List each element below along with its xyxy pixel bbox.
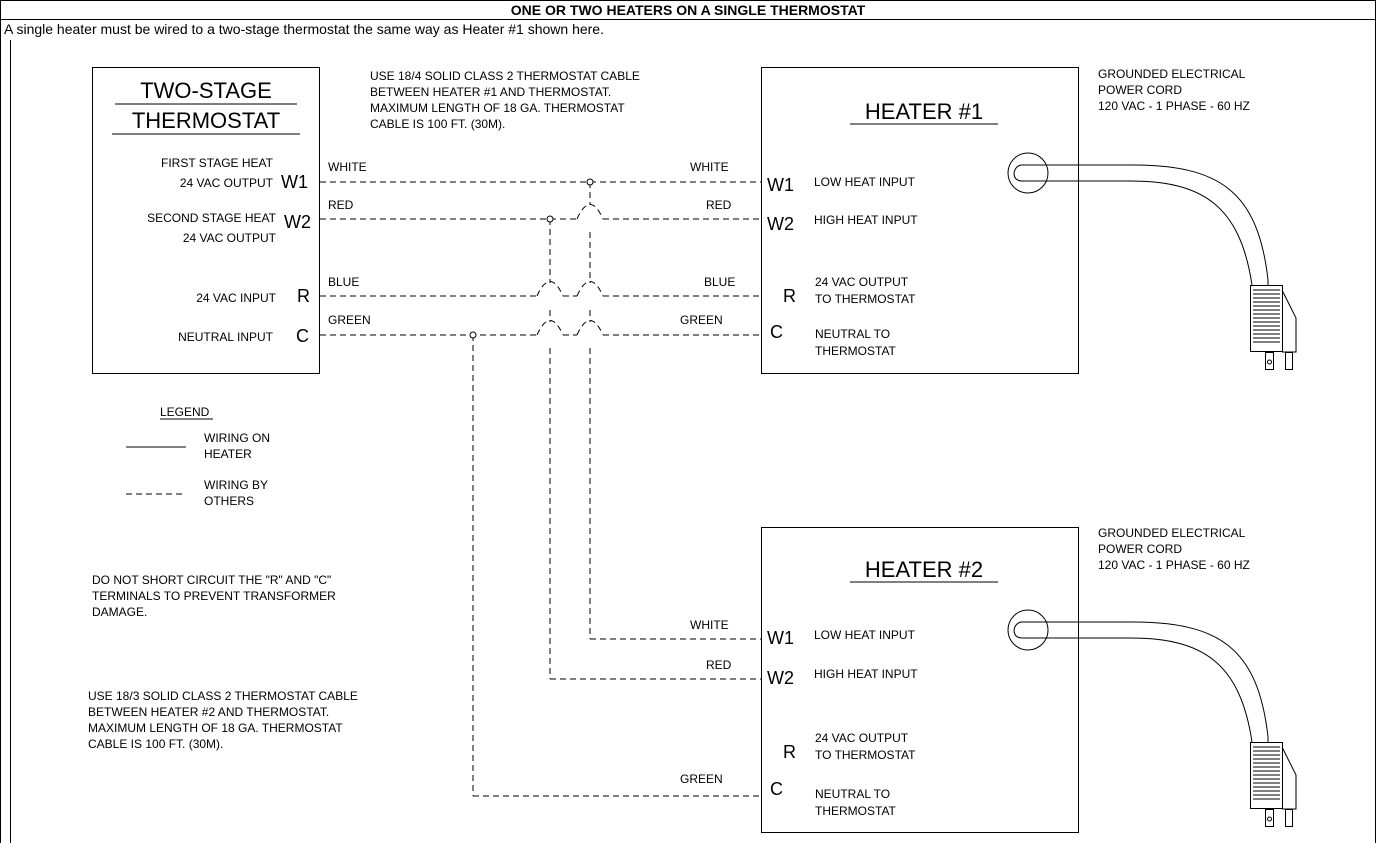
power-cord-2-line1: GROUNDED ELECTRICAL <box>1098 526 1246 540</box>
thermostat-title-1: TWO-STAGE <box>140 78 272 103</box>
heater-2-c-label-2: THERMOSTAT <box>815 804 897 818</box>
cable-note-1-line4: CABLE IS 100 FT. (30M). <box>370 117 505 131</box>
thermostat-c-terminal: C <box>296 326 309 346</box>
heater-1-c-terminal: C <box>770 322 783 342</box>
legend-title: LEGEND <box>160 405 210 419</box>
thermostat-w1-terminal: W1 <box>281 172 308 192</box>
thermostat-title-2: THERMOSTAT <box>132 108 280 133</box>
heater-2-box: HEATER #2 W1 LOW HEAT INPUT W2 HIGH HEAT… <box>761 527 1079 833</box>
heater-1-title: HEATER #1 <box>865 99 983 124</box>
heater-2-r-terminal: R <box>783 742 796 762</box>
short-circuit-warning: DO NOT SHORT CIRCUIT THE "R" AND "C" TER… <box>92 573 336 619</box>
wire-label-white-heater1: WHITE <box>690 160 729 174</box>
cable-note-heater1: USE 18/4 SOLID CLASS 2 THERMOSTAT CABLE … <box>370 69 640 131</box>
legend-on-heater-2: HEATER <box>204 447 252 461</box>
cable-note-2-line4: CABLE IS 100 FT. (30M). <box>88 737 223 751</box>
power-cord-note-2: GROUNDED ELECTRICAL POWER CORD 120 VAC -… <box>1098 526 1250 572</box>
wire-label-white-heater2: WHITE <box>690 618 729 632</box>
power-cord-2-line2: POWER CORD <box>1098 542 1182 556</box>
cable-note-2-line3: MAXIMUM LENGTH OF 18 GA. THERMOSTAT <box>88 721 343 735</box>
first-stage-label-1: FIRST STAGE HEAT <box>161 156 274 170</box>
cable-note-heater2: USE 18/3 SOLID CLASS 2 THERMOSTAT CABLE … <box>88 689 358 751</box>
wire-label-green-heater1: GREEN <box>680 313 723 327</box>
wire-white: WHITE WHITE WHITE <box>320 160 761 640</box>
heater-2-w2-label: HIGH HEAT INPUT <box>814 667 918 681</box>
power-cord-plug-icon-1 <box>1007 152 1297 370</box>
second-stage-label-2: 24 VAC OUTPUT <box>183 231 277 245</box>
heater-1-c-label-2: THERMOSTAT <box>815 344 897 358</box>
second-stage-label-1: SECOND STAGE HEAT <box>147 211 277 225</box>
intro-text: A single heater must be wired to a two-s… <box>4 21 604 37</box>
wire-red: RED RED RED <box>320 198 761 680</box>
power-cord-2-line3: 120 VAC - 1 PHASE - 60 HZ <box>1098 558 1250 572</box>
wire-label-green-heater2: GREEN <box>680 772 723 786</box>
warning-line3: DAMAGE. <box>92 605 147 619</box>
wire-green: GREEN GREEN GREEN <box>320 313 761 797</box>
heater-1-w2-label: HIGH HEAT INPUT <box>814 213 918 227</box>
heater-2-c-terminal: C <box>770 779 783 799</box>
wire-label-red-heater2: RED <box>706 658 732 672</box>
heater-2-r-label-1: 24 VAC OUTPUT <box>815 731 909 745</box>
legend-by-others-1: WIRING BY <box>204 478 268 492</box>
heater-2-title: HEATER #2 <box>865 557 983 582</box>
vac-input-label: 24 VAC INPUT <box>196 291 276 305</box>
cable-note-1-line2: BETWEEN HEATER #1 AND THERMOSTAT. <box>370 85 611 99</box>
power-cord-1-line3: 120 VAC - 1 PHASE - 60 HZ <box>1098 99 1250 113</box>
legend: LEGEND WIRING ON HEATER WIRING BY OTHERS <box>126 405 270 508</box>
power-cord-1-line2: POWER CORD <box>1098 83 1182 97</box>
heater-2-w1-label: LOW HEAT INPUT <box>814 628 916 642</box>
heater-2-w1-terminal: W1 <box>767 628 794 648</box>
cable-note-1-line3: MAXIMUM LENGTH OF 18 GA. THERMOSTAT <box>370 101 625 115</box>
heater-1-r-label-1: 24 VAC OUTPUT <box>815 275 909 289</box>
heater-2-c-label-1: NEUTRAL TO <box>815 787 890 801</box>
warning-line2: TERMINALS TO PREVENT TRANSFORMER <box>92 589 336 603</box>
cable-note-2-line2: BETWEEN HEATER #2 AND THERMOSTAT. <box>88 705 329 719</box>
thermostat-r-terminal: R <box>297 286 310 306</box>
legend-by-others-2: OTHERS <box>204 494 254 508</box>
wire-label-blue-heater1: BLUE <box>704 275 735 289</box>
neutral-input-label: NEUTRAL INPUT <box>178 330 274 344</box>
heater-1-w1-label: LOW HEAT INPUT <box>814 175 916 189</box>
cable-note-1-line1: USE 18/4 SOLID CLASS 2 THERMOSTAT CABLE <box>370 69 640 83</box>
heater-1-r-label-2: TO THERMOSTAT <box>815 292 916 306</box>
thermostat-box: TWO-STAGE THERMOSTAT FIRST STAGE HEAT 24… <box>92 67 320 374</box>
power-cord-1-line1: GROUNDED ELECTRICAL <box>1098 67 1246 81</box>
wire-label-red-thermostat: RED <box>328 198 354 212</box>
diagram-title: ONE OR TWO HEATERS ON A SINGLE THERMOSTA… <box>511 2 866 18</box>
wire-label-green-thermostat: GREEN <box>328 313 371 327</box>
heater-1-w1-terminal: W1 <box>767 175 794 195</box>
cable-note-2-line1: USE 18/3 SOLID CLASS 2 THERMOSTAT CABLE <box>88 689 358 703</box>
legend-on-heater-1: WIRING ON <box>204 431 270 445</box>
warning-line1: DO NOT SHORT CIRCUIT THE "R" AND "C" <box>92 573 331 587</box>
heater-1-box: HEATER #1 W1 LOW HEAT INPUT W2 HIGH HEAT… <box>761 67 1079 374</box>
wire-label-white-thermostat: WHITE <box>328 160 367 174</box>
power-cord-plug-icon-2 <box>1007 609 1297 827</box>
power-cord-note-1: GROUNDED ELECTRICAL POWER CORD 120 VAC -… <box>1098 67 1250 113</box>
first-stage-label-2: 24 VAC OUTPUT <box>180 176 274 190</box>
heater-1-w2-terminal: W2 <box>767 214 794 234</box>
wire-label-blue-thermostat: BLUE <box>328 275 359 289</box>
thermostat-w2-terminal: W2 <box>284 212 311 232</box>
wire-blue: BLUE BLUE <box>320 275 761 297</box>
wire-label-red-heater1: RED <box>706 198 732 212</box>
heater-1-r-terminal: R <box>783 286 796 306</box>
heater-2-w2-terminal: W2 <box>767 668 794 688</box>
heater-2-r-label-2: TO THERMOSTAT <box>815 748 916 762</box>
heater-1-c-label-1: NEUTRAL TO <box>815 327 890 341</box>
